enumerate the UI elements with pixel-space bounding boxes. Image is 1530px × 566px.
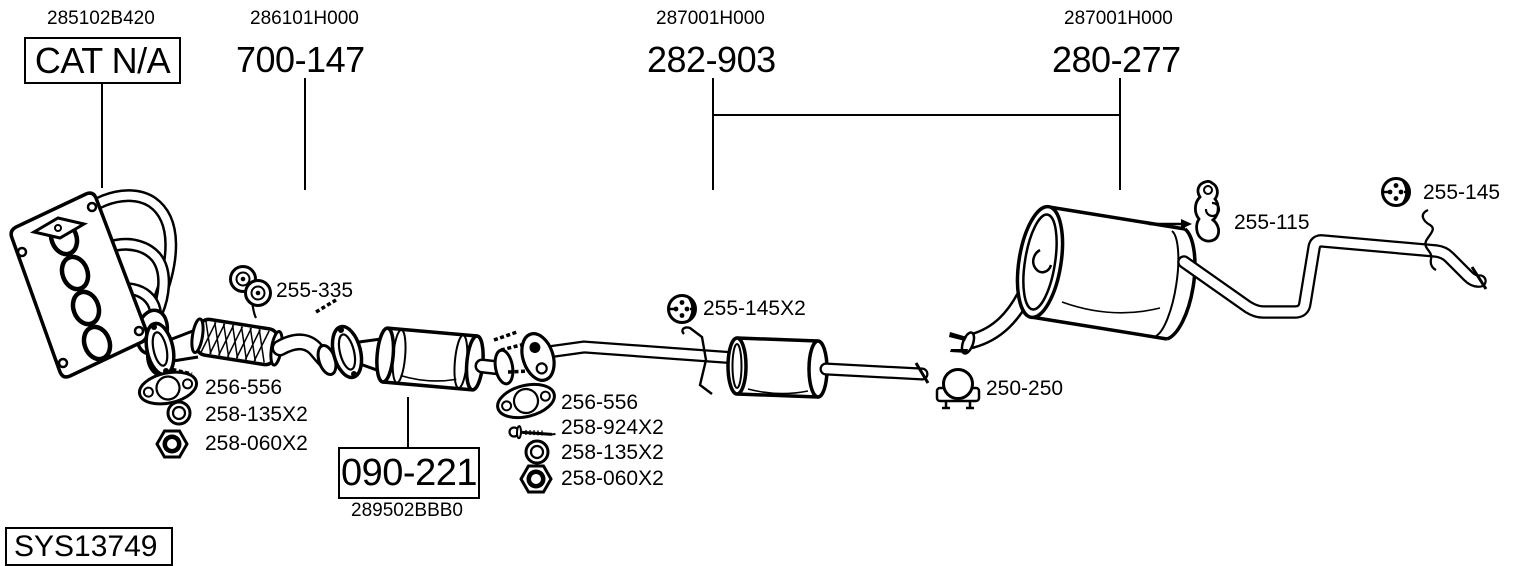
tailpipe-drawing	[1177, 208, 1488, 319]
center-pipe-drawing	[520, 326, 930, 399]
leader-lines	[101, 78, 1121, 447]
ref-box-cat-converter: 090-221	[338, 447, 480, 499]
flex-braid	[190, 317, 284, 367]
oe-number-cat: 285102B420	[47, 8, 155, 29]
oe-number-center: 287001H000	[656, 8, 765, 29]
part-label-front-nut: 258-060X2	[205, 432, 308, 455]
ref-cat-label: CAT N/A	[34, 39, 171, 81]
ref-rear-muffler: 280-277	[1052, 39, 1181, 80]
part-label-center-hanger: 255-145X2	[703, 297, 806, 320]
double-eyelet-rubber-hanger-icon	[229, 265, 272, 307]
ref-center-pipe: 282-903	[647, 39, 776, 80]
mid-bolt-icon	[508, 425, 556, 440]
front-gasket-icon	[137, 370, 199, 406]
part-label-rear-bracket: 255-115	[1234, 211, 1310, 234]
front-ring-icon	[166, 400, 192, 426]
center-pipe-flange	[520, 332, 556, 382]
u-bolt-clamp-icon	[935, 368, 981, 410]
part-label-front-ring: 258-135X2	[205, 403, 308, 426]
part-label-mid-ring: 258-135X2	[561, 441, 664, 464]
mid-nut-icon	[519, 464, 553, 494]
mid-ring-icon	[524, 439, 550, 465]
front-nut-icon	[155, 429, 189, 459]
system-id-box: SYS13749	[5, 527, 173, 566]
rear-muffler-drawing	[1015, 204, 1197, 341]
oe-number-front-pipe: 286101H000	[250, 8, 359, 29]
mid-gasket-icon	[496, 382, 556, 420]
ref-front-pipe: 700-147	[236, 39, 365, 80]
part-label-clamp: 250-250	[986, 377, 1064, 400]
manifold-ports	[48, 219, 113, 362]
cat-body	[375, 326, 485, 392]
oe-number-cat-converter: 289502BBB0	[351, 500, 463, 521]
hanger-bracket-icon	[1193, 179, 1221, 243]
part-label-mid-gasket: 256-556	[561, 391, 639, 414]
part-label-front-gasket: 256-556	[205, 376, 283, 399]
part-label-mid-bolt: 258-924X2	[561, 416, 664, 439]
tail-round-rubber-hanger-icon	[1381, 177, 1411, 207]
part-label-mid-nut: 258-060X2	[561, 467, 664, 490]
system-id: SYS13749	[14, 529, 158, 563]
part-label-tail-hanger: 255-145	[1423, 181, 1501, 204]
front-flex-pipe-drawing	[144, 298, 351, 377]
oe-number-rear: 287001H000	[1064, 8, 1173, 29]
center-round-rubber-hanger-icon	[667, 294, 697, 324]
part-label-front-hanger: 255-335	[276, 279, 354, 302]
ref-cat-converter: 090-221	[341, 452, 477, 494]
catalytic-converter-drawing	[330, 324, 531, 392]
ref-box-cat: CAT N/A	[24, 37, 181, 84]
